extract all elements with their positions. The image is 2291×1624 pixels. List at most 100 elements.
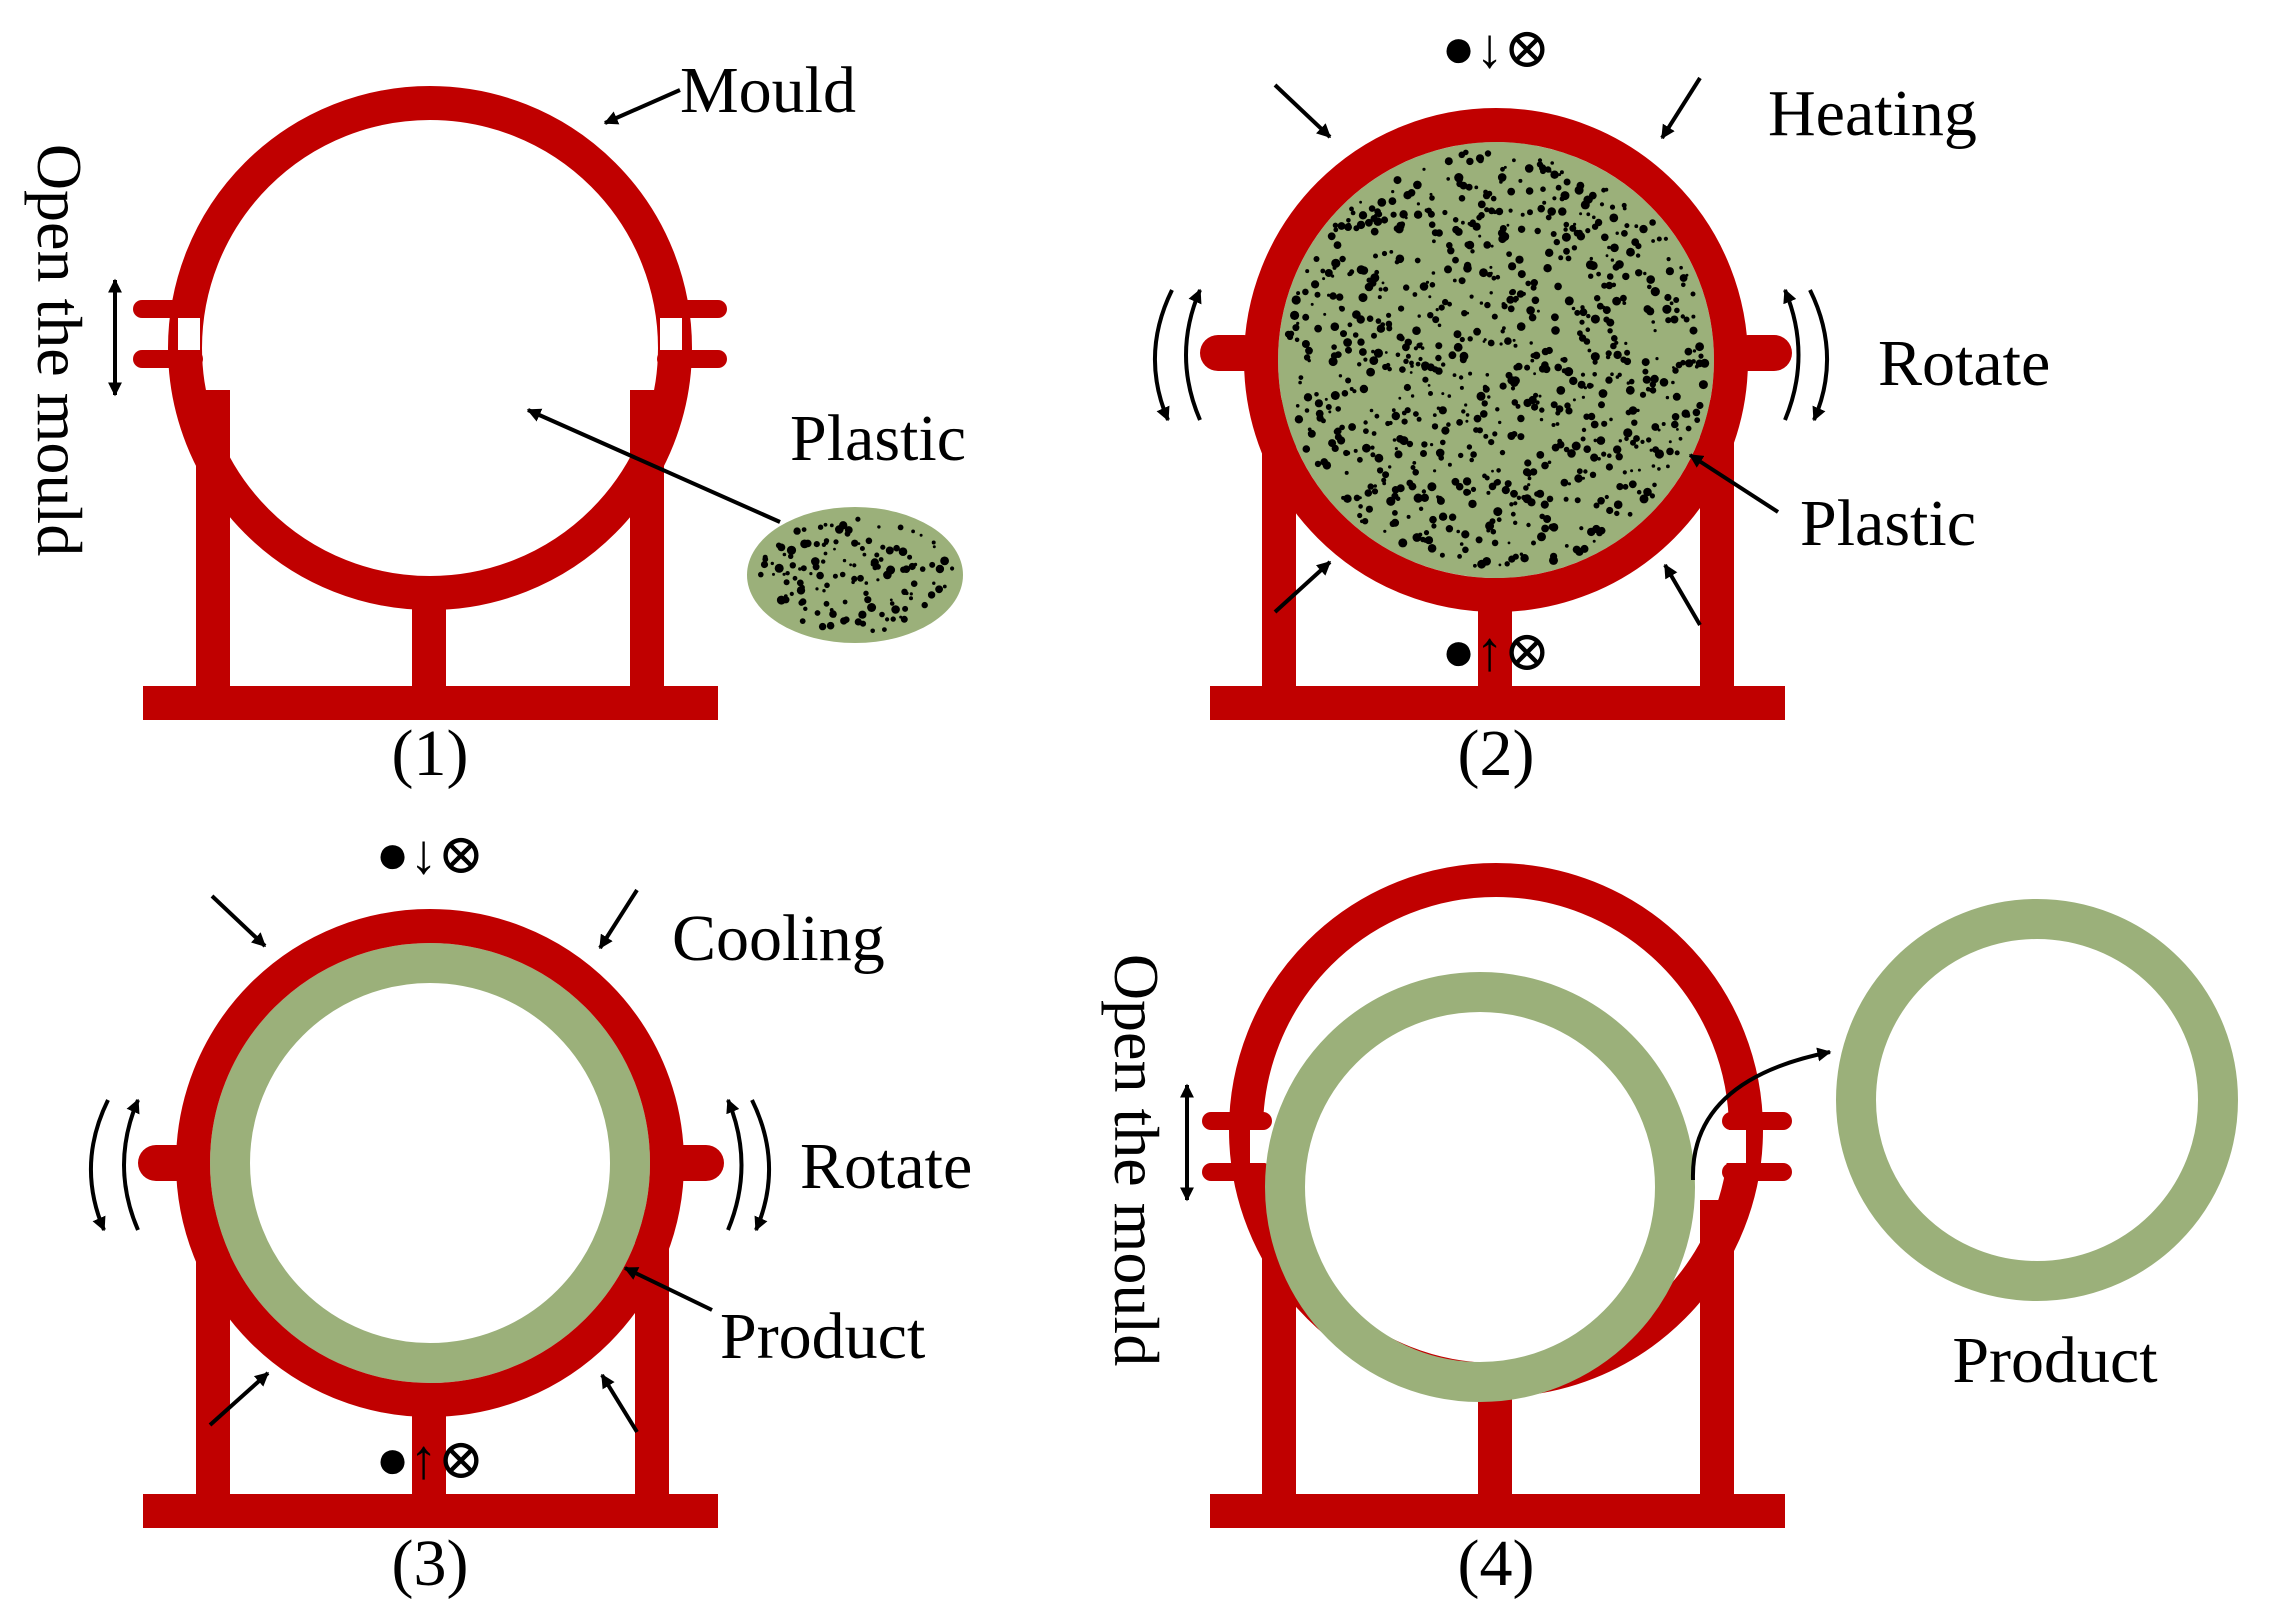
- plastic-granule: [1370, 227, 1379, 236]
- plastic-granule: [1692, 408, 1701, 417]
- plastic-granule: [1470, 249, 1475, 254]
- plastic-granule: [1695, 342, 1704, 352]
- plastic-granule: [1583, 386, 1587, 390]
- plastic-granule: [1540, 500, 1549, 509]
- plastic-granule: [1332, 222, 1339, 228]
- plastic-granule: [1564, 402, 1571, 409]
- plastic-granule: [1378, 287, 1383, 292]
- plastic-granule: [1410, 394, 1415, 398]
- plastic-granule: [1589, 256, 1594, 261]
- plastic-granule: [1577, 330, 1583, 337]
- plastic-granule: [1436, 495, 1440, 499]
- plastic-granule: [1310, 302, 1314, 306]
- plastic-granule: [1467, 336, 1473, 342]
- plastic-granule: [1508, 208, 1513, 213]
- plastic-granule: [1403, 358, 1409, 364]
- plastic-granule: [1571, 245, 1578, 251]
- plastic-granule: [1465, 240, 1475, 250]
- plastic-granule: [1427, 312, 1434, 319]
- plastic-granule: [1381, 281, 1385, 285]
- plastic-granule: [1422, 376, 1429, 383]
- plastic-granule: [1314, 324, 1322, 333]
- plastic-granule: [858, 610, 867, 619]
- plastic-granule: [1302, 288, 1309, 296]
- plastic-granule: [1541, 524, 1549, 533]
- plastic-granule: [1622, 301, 1627, 305]
- plastic-granule: [862, 552, 867, 557]
- plastic-granule: [1665, 317, 1672, 324]
- plastic-granule: [796, 586, 806, 595]
- product-label: Product: [720, 1300, 925, 1373]
- plastic-granule: [1563, 178, 1571, 186]
- plastic-granule: [1429, 282, 1436, 288]
- plastic-granule: [1336, 293, 1344, 301]
- plastic-granule: [1550, 231, 1557, 237]
- plastic-granule: [1611, 282, 1617, 288]
- plastic-granule: [1684, 347, 1693, 356]
- plastic-granule: [1583, 469, 1588, 474]
- plastic-granule: [1655, 357, 1659, 361]
- plastic-granule: [1396, 484, 1405, 493]
- plastic-granule: [876, 578, 880, 582]
- plastic-granule: [1370, 215, 1378, 222]
- plastic-granule: [1344, 223, 1352, 232]
- plastic-granule: [1366, 367, 1375, 377]
- plastic-granule: [833, 539, 839, 545]
- mould-stand: [143, 390, 718, 720]
- plastic-granule: [1639, 391, 1647, 398]
- plastic-granule: [1491, 469, 1494, 473]
- plastic-granule: [1489, 265, 1493, 269]
- plastic-granule: [1412, 461, 1417, 465]
- plastic-granule: [1641, 358, 1650, 367]
- plastic-granule: [789, 591, 794, 597]
- plastic-granule: [889, 598, 893, 602]
- plastic-granule: [1576, 181, 1585, 190]
- plastic-granule: [935, 564, 945, 574]
- plastic-granule: [1618, 439, 1623, 443]
- plastic-granule: [1498, 234, 1507, 244]
- plastic-granule: [1567, 482, 1571, 486]
- plastic-granule: [1671, 413, 1680, 421]
- plastic-granule: [1657, 467, 1661, 471]
- plastic-granule: [1314, 392, 1319, 397]
- plastic-granule: [1500, 166, 1505, 172]
- plastic-label: Plastic: [790, 402, 966, 475]
- plastic-granule: [1592, 352, 1598, 357]
- plastic-granule: [799, 598, 807, 606]
- plastic-granule: [1459, 181, 1468, 190]
- plastic-granule: [1639, 494, 1649, 504]
- plastic-granule: [1533, 392, 1539, 398]
- plastic-granule: [1432, 239, 1436, 244]
- plastic-pointer: [1688, 453, 1780, 514]
- plastic-granule: [1433, 469, 1437, 473]
- plastic-granule: [1520, 554, 1529, 563]
- plastic-granule: [1606, 318, 1615, 327]
- plastic-granule: [1391, 190, 1395, 194]
- plastic-granule: [1565, 255, 1572, 262]
- plastic-granule: [1464, 403, 1468, 407]
- cool-arrow-bottom-left: [208, 1371, 270, 1427]
- plastic-granule: [1345, 450, 1351, 456]
- plastic-granule: [1536, 309, 1540, 313]
- plastic-granule: [1613, 445, 1622, 454]
- plastic-granule: [1486, 271, 1493, 278]
- plastic-granule: [785, 571, 790, 576]
- plastic-granule: [1350, 210, 1356, 216]
- plastic-granule: [1634, 444, 1639, 449]
- plastic-granule: [1509, 289, 1515, 296]
- plastic-granule: [1465, 489, 1472, 495]
- plastic-granule: [893, 544, 900, 552]
- plastic-granule: [1487, 339, 1495, 347]
- plastic-granule: [1329, 292, 1337, 300]
- plastic-granule: [1477, 156, 1484, 164]
- plastic-granule: [1396, 333, 1404, 341]
- plastic-granule: [1622, 470, 1627, 475]
- plastic-granule: [1590, 453, 1599, 462]
- plastic-granule: [1352, 389, 1357, 394]
- plastic-granule: [1438, 406, 1447, 415]
- plastic-granule: [1502, 326, 1506, 330]
- plastic-granule: [1601, 420, 1608, 427]
- step-label-4: (4): [1458, 1527, 1535, 1600]
- plastic-granule: [1453, 330, 1462, 339]
- plastic-granule: [1448, 351, 1457, 360]
